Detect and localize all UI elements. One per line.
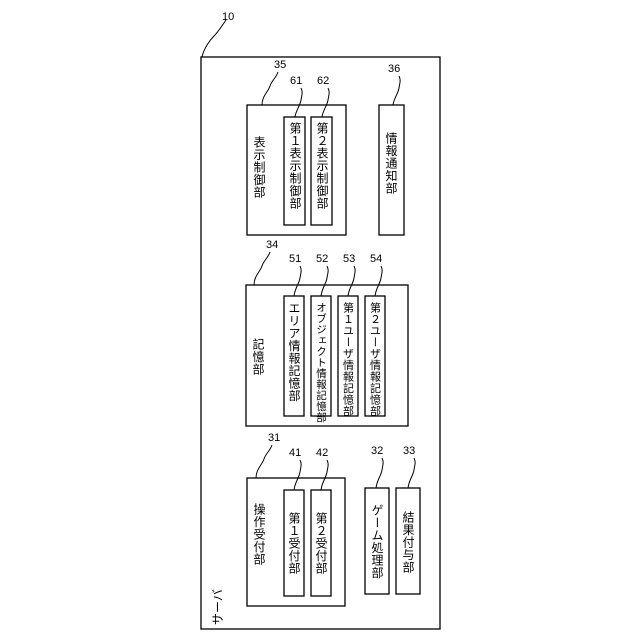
object-info-storage-label: オブジェクト情報記憶部 — [315, 302, 327, 423]
storage-unit-leader-line — [254, 252, 270, 285]
server-label: サーバ — [211, 589, 225, 625]
reception-2-leader-line — [321, 460, 328, 490]
reception-2-ref: 42 — [316, 447, 328, 459]
user2-info-storage-leader-line — [375, 266, 382, 296]
user1-info-storage-ref: 53 — [343, 253, 355, 265]
game-processing-leader-line — [376, 458, 383, 488]
user1-info-storage-label: 第１ユーザ情報記憶部 — [342, 301, 355, 417]
operation-unit-label: 操作受付部 — [252, 502, 266, 566]
server-ref: 10 — [222, 11, 234, 23]
reception-1-leader-line — [294, 460, 301, 490]
object-info-storage-leader-line — [321, 266, 328, 296]
display-control-ref: 35 — [274, 59, 286, 71]
game-processing-ref: 32 — [371, 445, 383, 457]
info-notify-leader-line — [393, 76, 400, 105]
display-control-1-leader-line — [295, 88, 302, 117]
result-granting-leader-line — [408, 458, 415, 488]
area-info-storage-leader-line — [294, 266, 301, 296]
user2-info-storage-ref: 54 — [370, 253, 382, 265]
server-leader-line — [202, 20, 226, 57]
result-granting-ref: 33 — [403, 445, 415, 457]
game-processing-label: ゲーム処理部 — [370, 504, 384, 579]
storage-unit-label: 記憶部 — [251, 337, 265, 376]
reception-2-label: 第２受付部 — [314, 512, 328, 575]
reception-1-ref: 41 — [289, 447, 301, 459]
display-control-leader-line — [262, 72, 278, 105]
info-notify-label: 情報通知部 — [384, 132, 398, 195]
operation-unit-leader-line — [256, 445, 272, 478]
storage-unit-box — [246, 285, 408, 426]
reception-1-label: 第１受付部 — [287, 512, 301, 575]
operation-unit-ref: 31 — [268, 432, 280, 444]
info-notify-ref: 36 — [388, 63, 400, 75]
display-control-label: 表示制御部 — [252, 136, 266, 199]
display-control-2-label: 第２表示制御部 — [315, 122, 329, 210]
user1-info-storage-leader-line — [348, 266, 355, 296]
display-control-2-leader-line — [322, 88, 329, 117]
area-info-storage-label: エリア情報記憶部 — [287, 302, 301, 402]
result-granting-label: 結果付与部 — [401, 511, 415, 574]
area-info-storage-ref: 51 — [289, 253, 301, 265]
storage-unit-ref: 34 — [266, 239, 278, 251]
object-info-storage-ref: 52 — [316, 253, 328, 265]
user2-info-storage-label: 第２ユーザ情報記憶部 — [369, 301, 382, 417]
display-control-2-ref: 62 — [317, 75, 329, 87]
display-control-1-ref: 61 — [290, 75, 302, 87]
display-control-1-label: 第１表示制御部 — [288, 122, 302, 210]
